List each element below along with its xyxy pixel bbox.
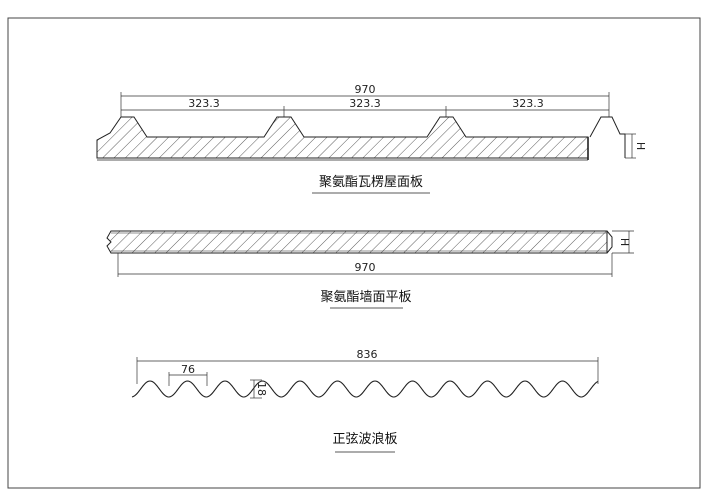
wall-panel-drawing: H 970 聚氨酯墙面平板 [106,230,634,309]
wave-pitch-label: 76 [181,363,195,376]
roof-panel-profile [96,116,589,159]
wall-total-width-label: 970 [355,261,376,274]
roof-total-width-label: 970 [355,83,376,96]
roof-panel-drawing: 970 323.3 323.3 323.3 H 聚氨酯瓦楞屋面板 [96,83,647,194]
wall-height-label: H [618,238,631,246]
wave-height-label: 18 [255,382,268,396]
drawing-frame [7,17,701,489]
wall-panel-profile [106,230,608,254]
roof-rib-spacing-label-2: 323.3 [349,97,381,110]
roof-rib-spacing-label-1: 323.3 [188,97,220,110]
roof-panel-end-rib [589,116,626,158]
wave-total-width-label: 836 [357,348,378,361]
roof-panel-caption: 聚氨酯瓦楞屋面板 [319,175,423,190]
wave-profile [131,380,599,398]
wave-panel-drawing: 836 76 18 正弦波浪板 [131,348,599,453]
roof-height-label: H [634,142,647,150]
wall-panel-caption: 聚氨酯墙面平板 [320,290,411,305]
roof-rib-spacing-label-3: 323.3 [512,97,544,110]
wave-panel-caption: 正弦波浪板 [332,431,397,447]
